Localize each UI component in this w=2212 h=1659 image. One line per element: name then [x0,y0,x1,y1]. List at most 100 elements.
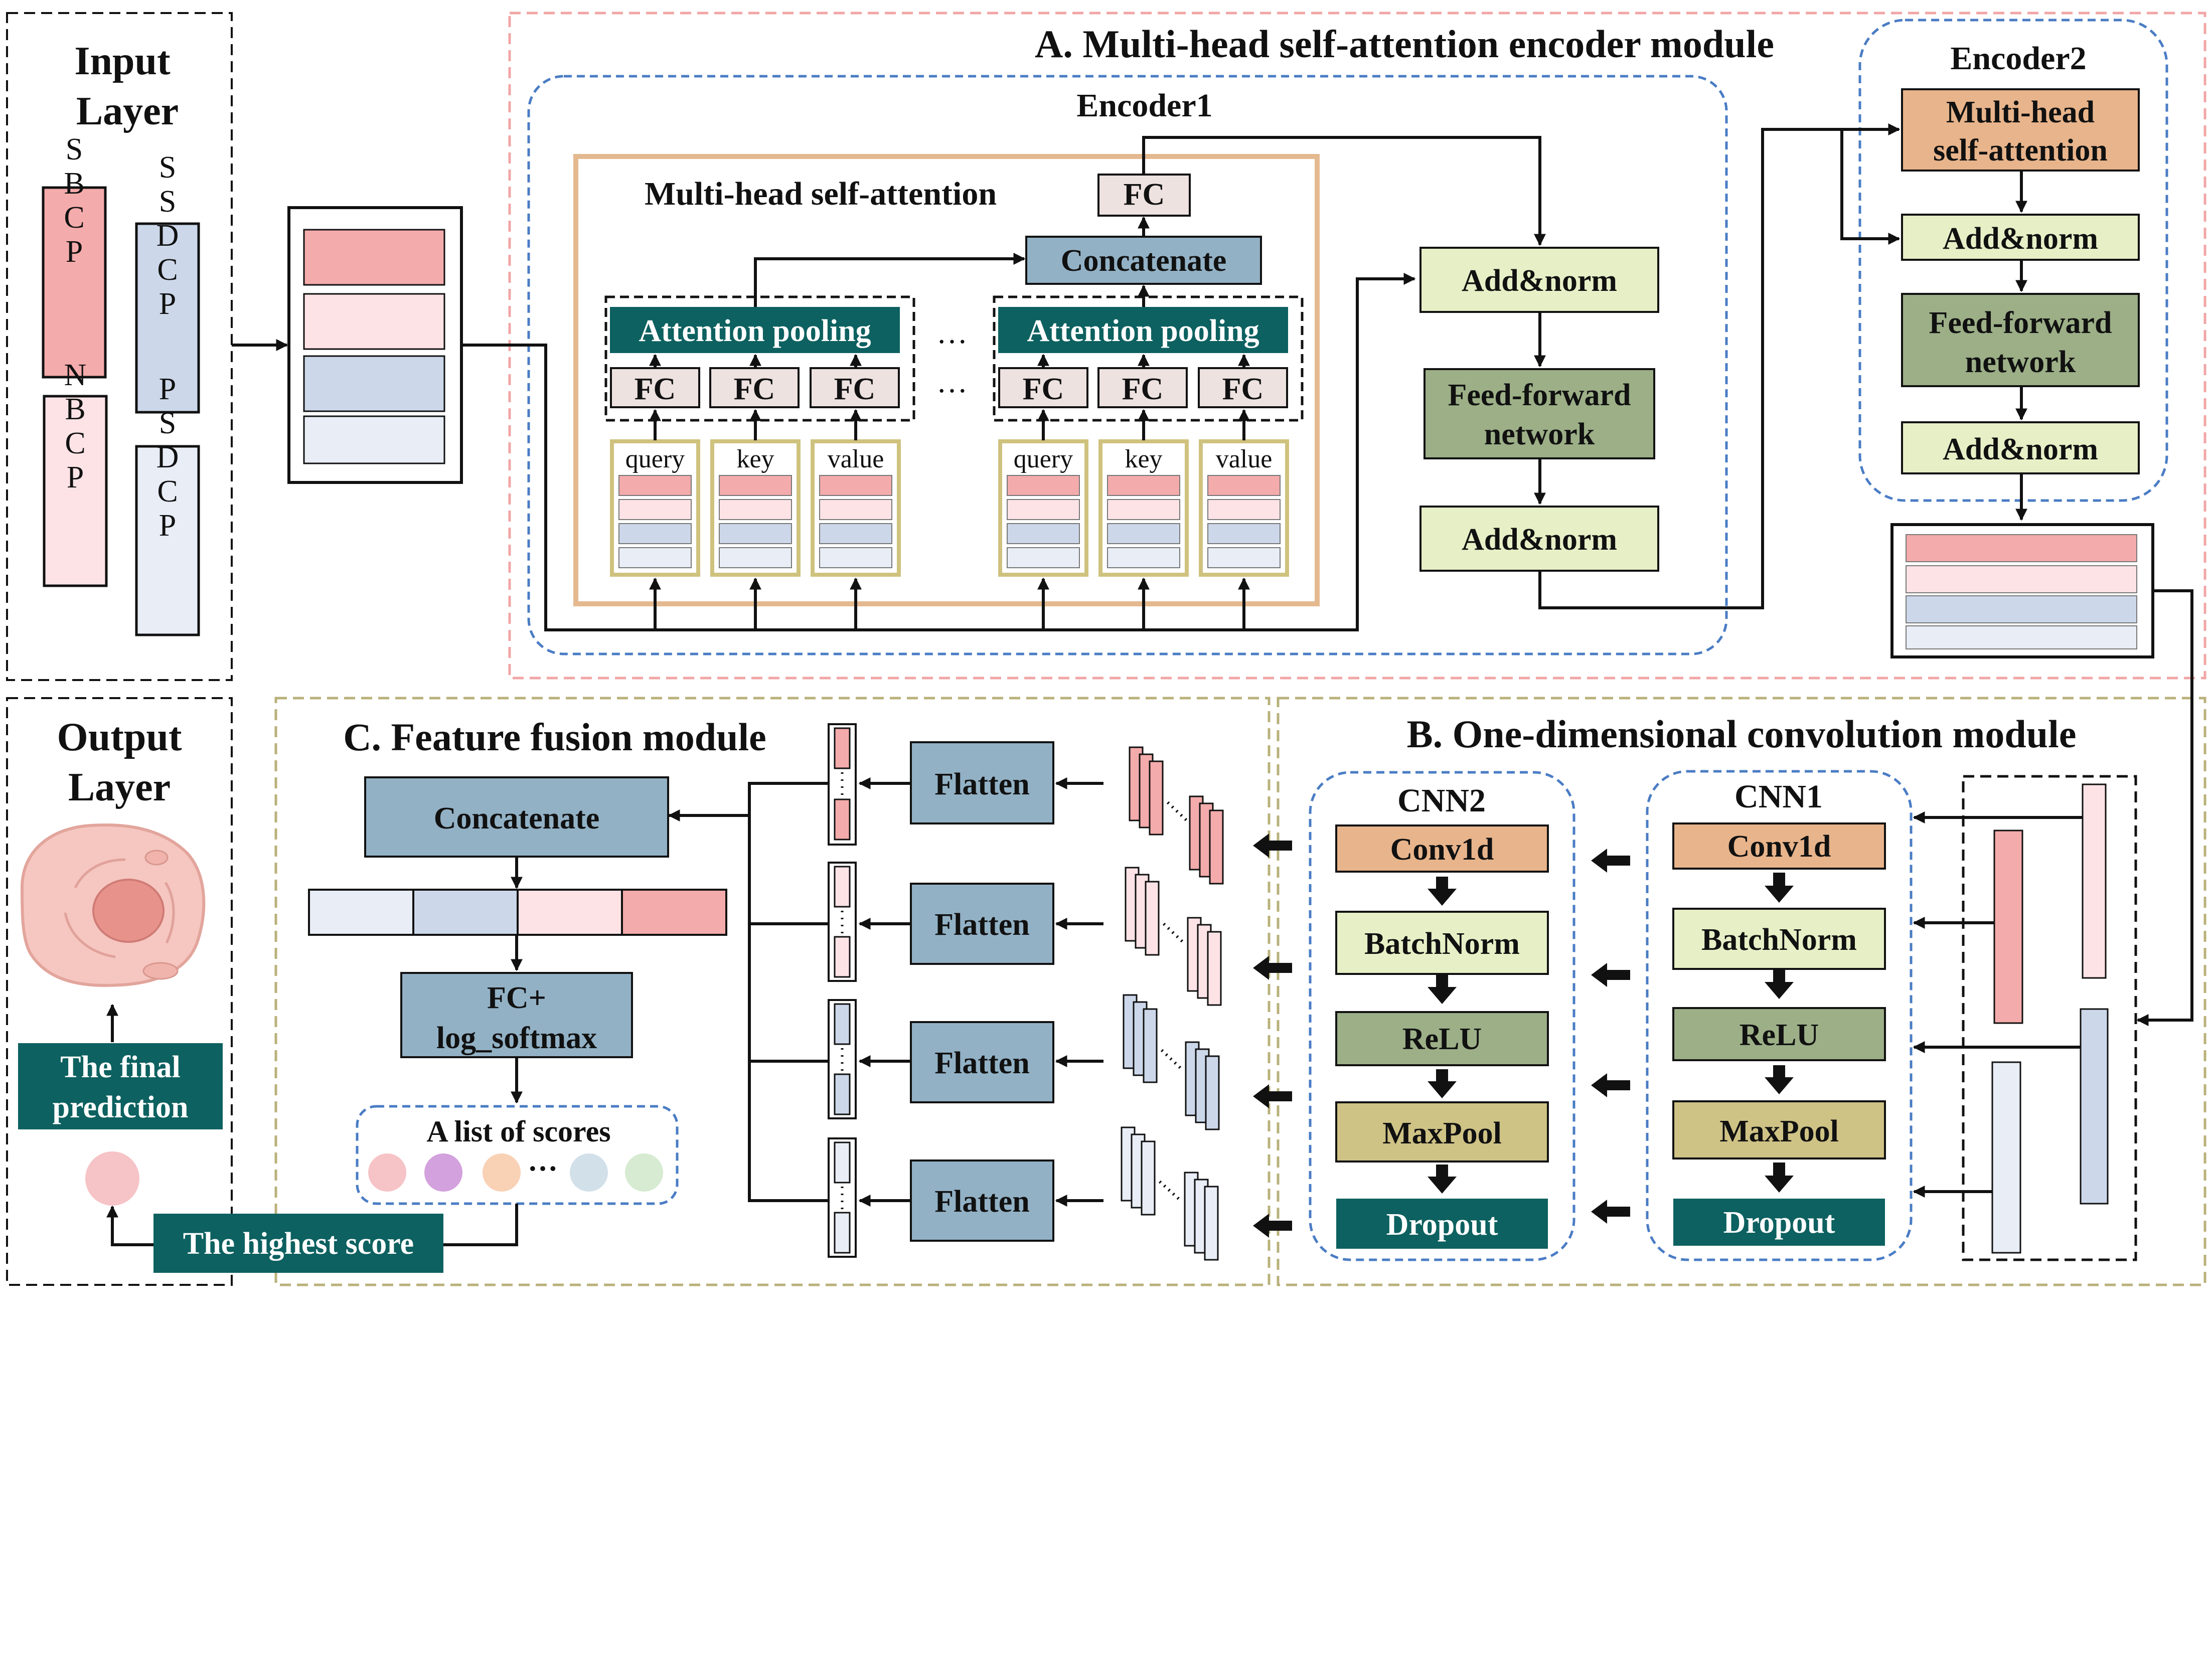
output-layer-title-line1: Output [57,715,182,759]
headn-fc-query [998,367,1088,408]
score-dot-4 [570,1153,608,1192]
cnn1-maxpool [1672,1100,1886,1159]
head1-attention-pooling [610,307,900,353]
cnn1-batchnorm-label: BatchNorm [1701,923,1857,957]
fc-to-addnorm1 [1142,136,1546,246]
encoder2-ffn-label-1: Feed-forward [1929,306,2112,340]
flatten-2 [910,883,1054,965]
head1-fc-key [709,367,800,408]
cell-illustration-icon [20,823,206,987]
feature-map-stack-4 [1121,1126,1219,1261]
vectors-bus [748,782,829,1202]
scores-to-highest [443,1204,518,1246]
encoder2-title: Encoder2 [1950,40,2086,77]
encoder1-frame [527,75,1728,655]
head1-frame [604,295,915,422]
module-c-frame [274,697,1271,1286]
heads-concatenate-label: Concatenate [1061,244,1227,278]
score-dot-2 [424,1153,462,1192]
output-layer-frame [6,697,233,1286]
head1-value-block [811,439,901,577]
highest-to-circle [106,1205,153,1246]
cnn1-relu-label: ReLU [1740,1018,1819,1052]
score-dot-1 [368,1153,406,1192]
encoder2-mhsa-label-1: Multi-head [1946,95,2095,129]
headn-value-label: value [1216,445,1273,473]
encoder2-addnorm1-label: Add&norm [1943,222,2098,256]
cnn2-frame [1309,771,1575,1261]
final-prediction-box [18,1043,223,1129]
flat-vector-4 [828,1137,857,1258]
cnn2-batchnorm [1335,911,1549,975]
head1-fc-key-label: FC [734,372,775,406]
encoder1-title: Encoder1 [1076,87,1212,124]
encoder1-ffn-label-1: Feed-forward [1448,378,1631,412]
headn-fc-key [1097,367,1188,408]
cnn1-relu [1672,1007,1886,1061]
feature-label-ssdcp: SSDCP [150,150,185,321]
headn-value-block [1199,439,1289,577]
mhsa-frame [573,154,1320,606]
encoder-output-row-3 [1906,595,2137,623]
feature-map-stack-1 [1129,746,1224,885]
score-dot-3 [483,1153,521,1192]
head1-query-label: query [625,445,685,473]
fused-vector-seg-3 [517,889,623,936]
stack-to-encoder1-line [461,273,1416,631]
cnn2-conv1d [1335,824,1549,873]
headn-attention-pooling [998,307,1288,353]
flatten-3-label: Flatten [934,1046,1029,1080]
cnn2-title: CNN2 [1397,782,1486,819]
module-a-title: A. Multi-head self-attention encoder mod… [1035,22,1774,66]
scores-ellipsis: … [528,1144,558,1177]
headn-fc-key-label: FC [1122,372,1164,406]
cnn2-dropout [1336,1199,1548,1249]
input-layer-title-line1: Input [74,39,171,83]
feature-label-psdcp: PSDCP [150,372,185,543]
encoder1-addnorm1 [1419,247,1659,313]
fused-vector-seg-2 [412,889,519,936]
input-layer-title-line2: Layer [76,89,179,133]
mhsa-output-fc-label: FC [1124,178,1165,212]
cnn1-frame [1646,770,1913,1261]
encoder2-ffn-label-2: network [1965,345,2076,379]
encoder2-mhsa-label-2: self-attention [1933,133,2108,168]
headn-key-label: key [1125,445,1162,473]
head1-value-label: value [828,445,884,473]
feature-stack-row-1 [303,229,445,286]
output-layer-title-line2: Layer [68,765,171,809]
cnn2-dropout-label: Dropout [1386,1208,1498,1242]
encoder2-frame [1858,19,2168,502]
headn-key-block [1098,439,1189,577]
head1-fc-query [610,367,700,408]
input-layer-frame [6,12,233,681]
encoder1-ffn-label-2: network [1484,417,1595,451]
head1-key-label: key [736,445,774,473]
feature-bar-psdcp [135,445,200,636]
fc-log-softmax-label-2: log_softmax [436,1021,597,1055]
flat-vector-2 [828,862,857,982]
encoder1-addnorm2 [1419,506,1659,572]
encoder2-ffn [1901,293,2140,387]
feature-stack-row-2 [303,293,445,350]
head1-attention-pooling-label: Attention pooling [639,314,871,348]
encoder-output-row-1 [1906,534,2137,562]
cnn2-arrow-2 [1428,975,1457,1004]
headn-attention-pooling-label: Attention pooling [1027,314,1259,348]
head1-fc-value-label: FC [834,372,876,406]
flatten-1-label: Flatten [934,767,1029,801]
flatten-2-label: Flatten [934,908,1029,942]
flat-vector-1 [828,723,857,846]
split-feature-4 [1991,1061,2021,1254]
encoder1-to-encoder2 [1538,123,1901,609]
encoder2-addnorm2 [1901,421,2140,474]
encoder1-ffn [1424,368,1655,459]
cnn1-arrow-1 [1765,873,1794,903]
fc-log-softmax-label-1: FC+ [487,981,546,1015]
cnn2-conv1d-label: Conv1d [1390,833,1494,867]
headn-frame [993,295,1304,422]
head1-query-block [610,439,700,577]
feature-bar-ssdcp [135,222,200,414]
mhsa-title: Multi-head self-attention [645,176,997,212]
